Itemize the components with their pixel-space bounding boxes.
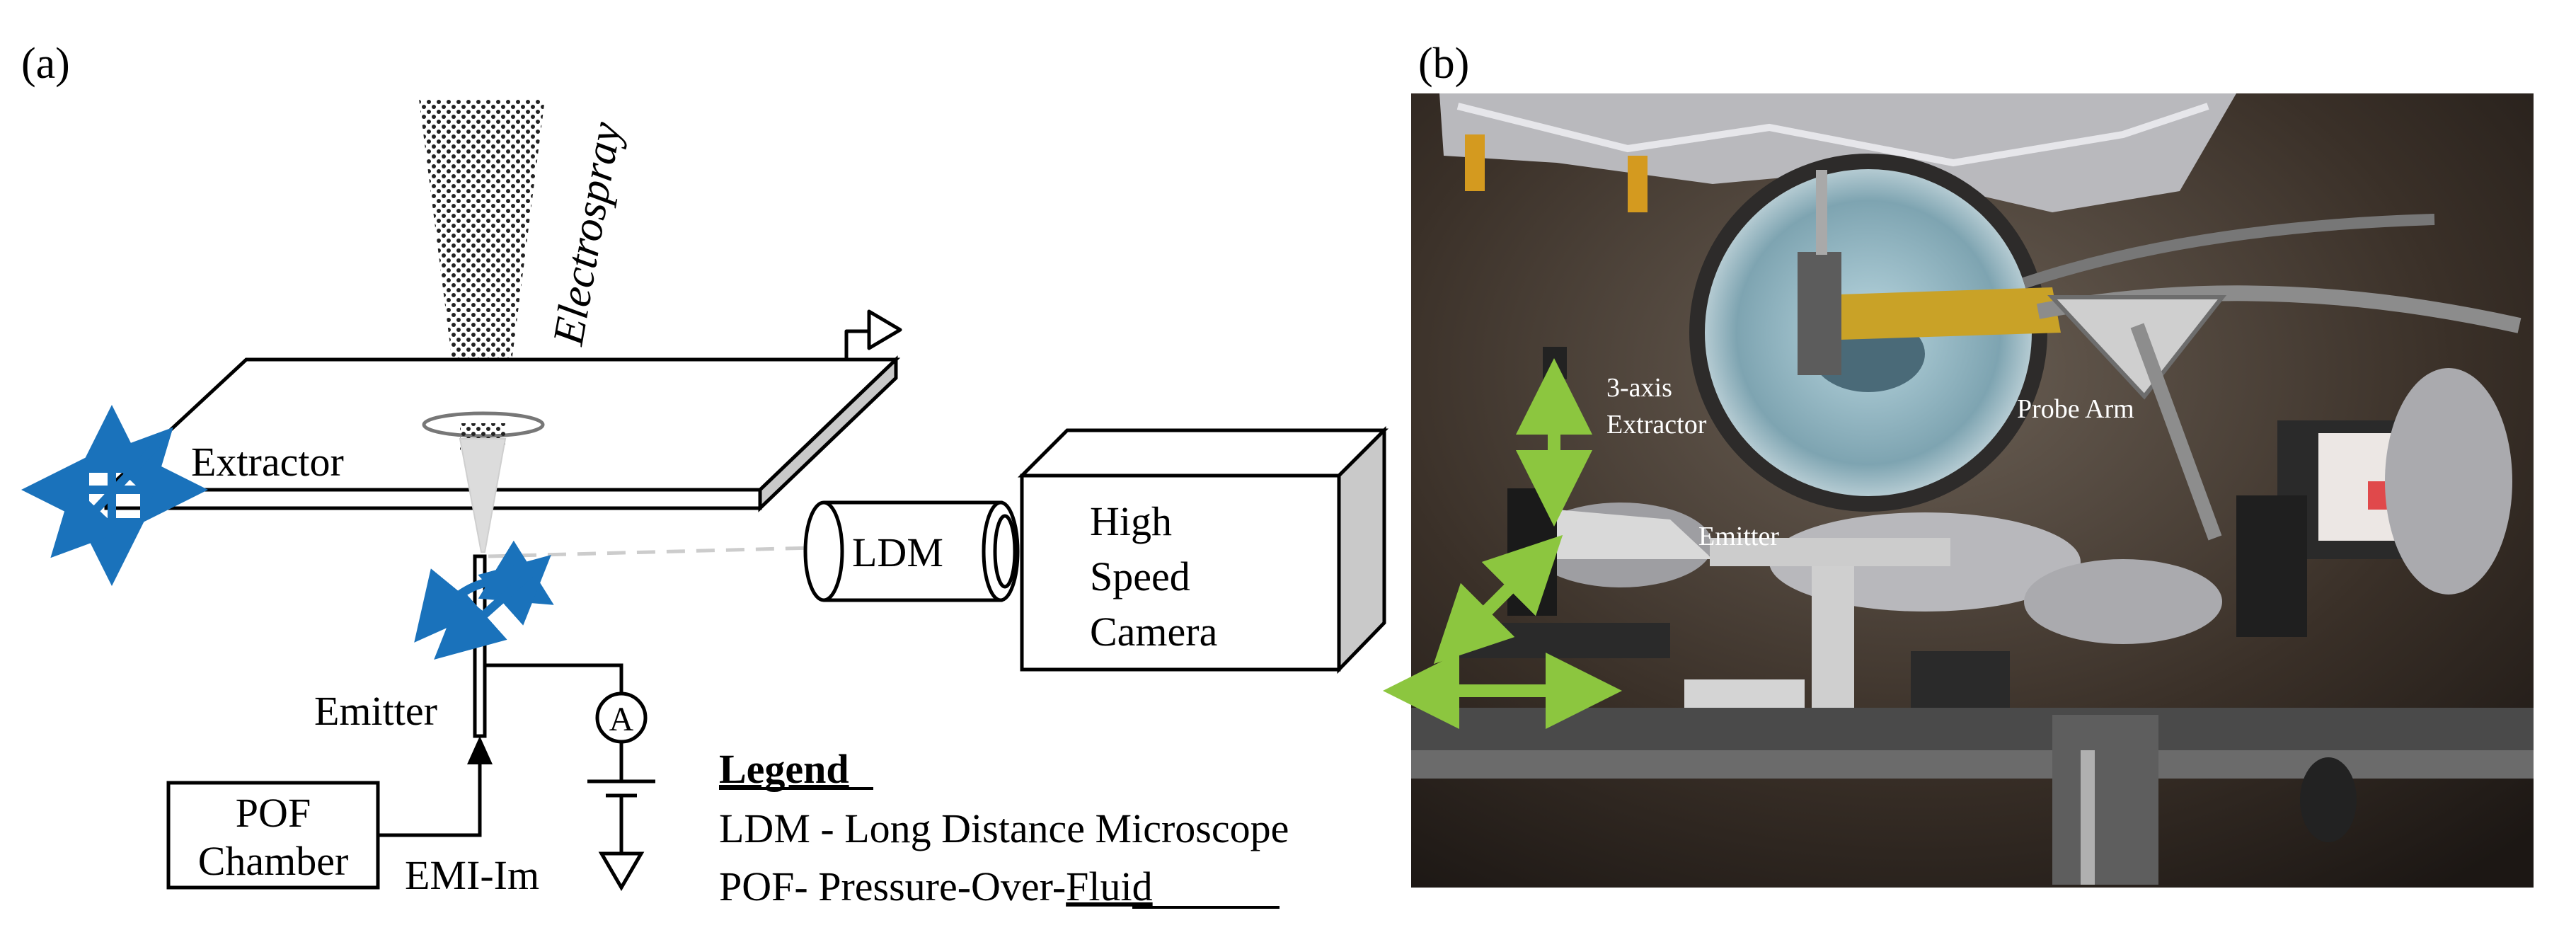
camera-label-line1: High [1090, 498, 1172, 544]
panel-a: (a) Electrospray Extractor [21, 40, 1389, 909]
output-flag-icon [844, 309, 902, 360]
camera-label-line3: Camera [1090, 609, 1217, 655]
legend-title: Legend [719, 746, 849, 792]
pof-chamber-box [166, 781, 380, 890]
pof-chamber-label-line1: POF [236, 790, 311, 836]
panel-b-label: (b) [1418, 40, 1469, 88]
photo-emitter-label: Emitter [1698, 522, 1779, 551]
electrospray-label: Electrospray [544, 118, 631, 349]
panel-b: (b) [1383, 40, 2534, 888]
ammeter-circuit [485, 663, 655, 891]
pof-feed-line [378, 754, 482, 837]
emitter-rotation-arrows-icon [414, 540, 554, 660]
extractor-axis-arrows-icon [21, 405, 208, 586]
legend-line-pof-fluid: Fluid [1066, 863, 1153, 909]
emi-label: EMI-Im [405, 852, 539, 898]
feed-arrowhead-icon [467, 736, 493, 764]
ldm-sight-line [488, 546, 813, 558]
lab-photo [1411, 93, 2534, 888]
electrospray-plume [419, 99, 545, 423]
panel-a-label: (a) [21, 40, 70, 88]
high-speed-camera [1017, 425, 1389, 674]
legend: Legend LDM - Long Distance Microscope PO… [719, 746, 1289, 909]
legend-line-pof-prefix: POF- Pressure-Over- [719, 863, 1066, 909]
ldm-label: LDM [852, 529, 943, 575]
ammeter-icon [595, 691, 648, 744]
photo-probe-arm-label: Probe Arm [2017, 394, 2134, 424]
ammeter-symbol: A [609, 701, 634, 738]
ldm-microscope [803, 500, 1020, 602]
legend-line-ldm: LDM - Long Distance Microscope [719, 805, 1289, 851]
photo-extractor-label-line2: Extractor [1606, 410, 1707, 440]
emitter-label: Emitter [314, 688, 437, 734]
legend-line-pof: POF- Pressure-Over-Fluid [719, 863, 1153, 909]
photo-extractor-arrows-icon [1383, 358, 1622, 729]
photo-extractor-label-line1: 3-axis [1606, 373, 1672, 403]
pof-chamber-label-line2: Chamber [198, 838, 349, 884]
extractor-label: Extractor [191, 439, 344, 485]
camera-label-line2: Speed [1090, 553, 1190, 599]
